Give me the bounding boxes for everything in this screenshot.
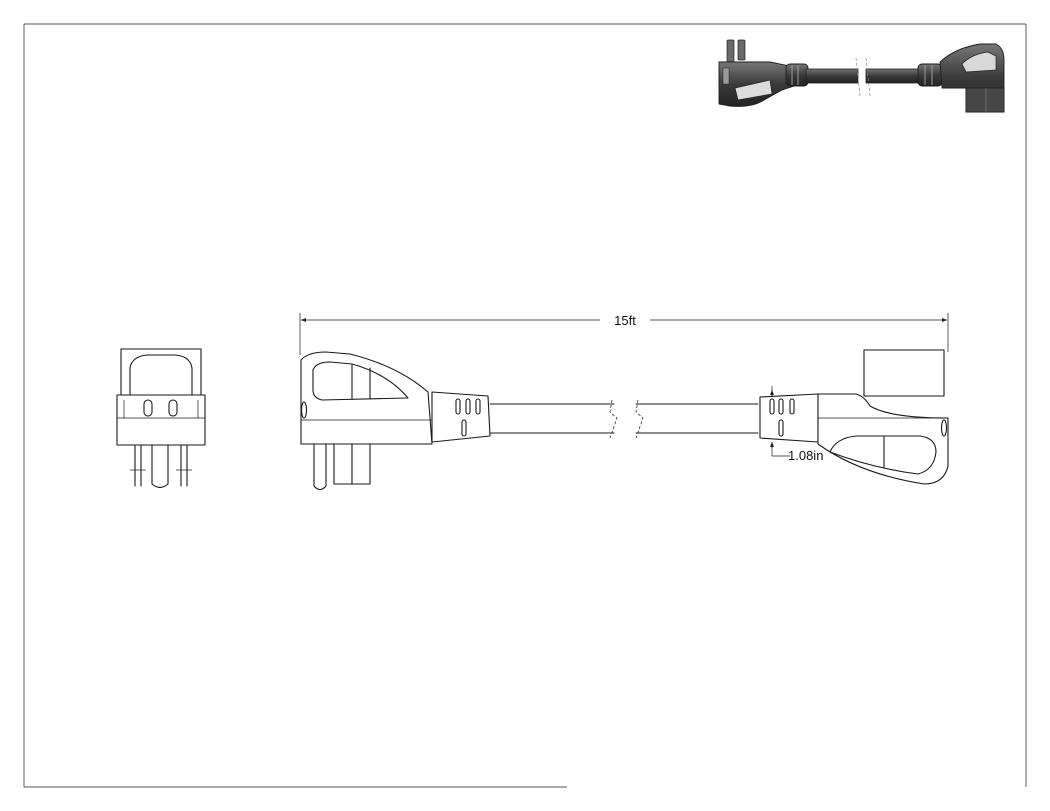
sheet-border [23, 23, 1027, 788]
length-dimension: 15ft [299, 310, 949, 355]
left-strain-relief-side [431, 391, 491, 443]
right-strain-relief-side [759, 393, 819, 443]
left-strain-relief [785, 63, 809, 87]
end-view-pins [143, 399, 178, 417]
length-dimension-label: 15ft [614, 313, 636, 328]
cable [489, 399, 759, 439]
plug-end-view [116, 348, 206, 489]
diameter-dimension: 1.08in [770, 386, 823, 463]
diameter-dimension-label: 1.08in [788, 448, 823, 463]
plug-prongs [313, 443, 371, 491]
left-plug-side-view [300, 351, 491, 491]
isometric-preview [718, 39, 1005, 113]
right-connector-side-view [759, 349, 949, 485]
